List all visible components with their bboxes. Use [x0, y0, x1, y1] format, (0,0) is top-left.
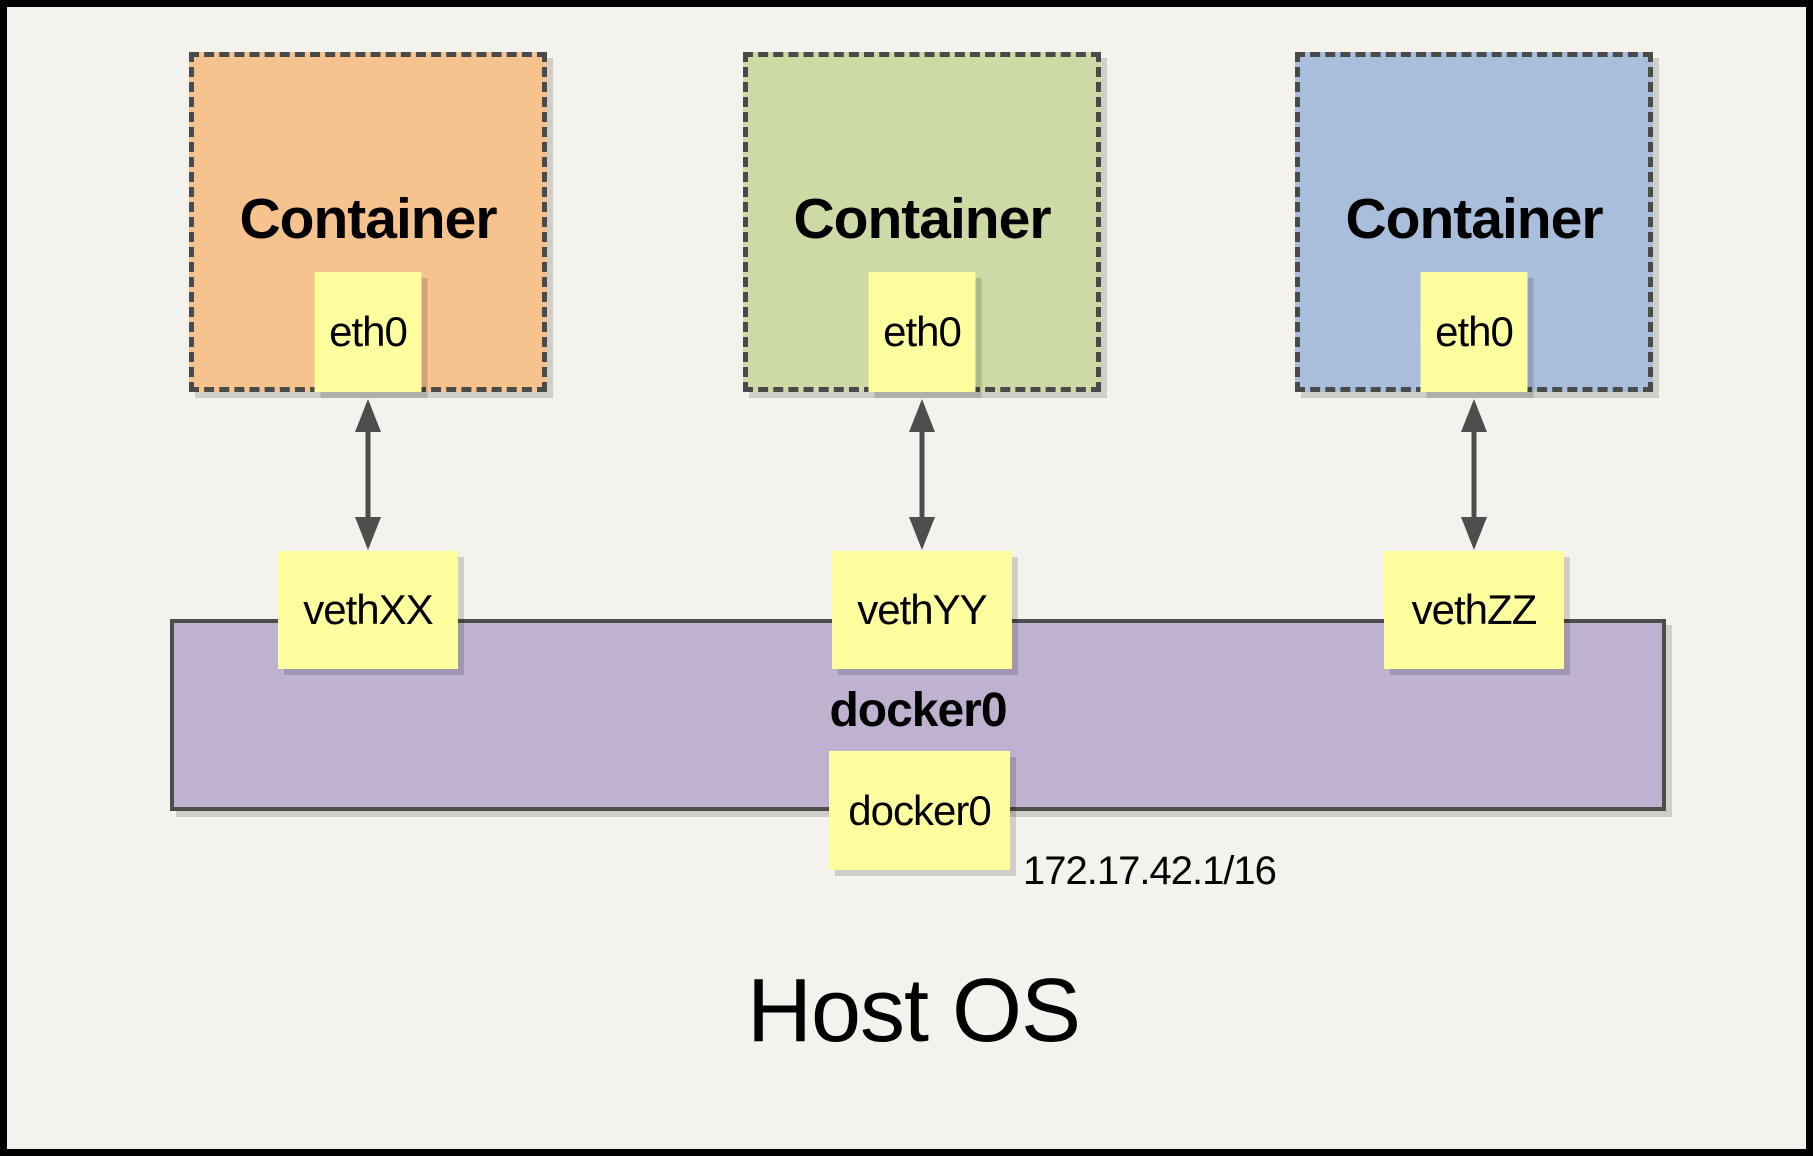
eth0-label: eth0	[1435, 308, 1514, 355]
container-box: Container eth0	[743, 52, 1101, 392]
veth-interface-box: vethZZ	[1384, 551, 1564, 669]
eth0-interface-box: eth0	[1420, 272, 1528, 392]
container-label: Container	[793, 186, 1051, 251]
container-label: Container	[239, 186, 497, 251]
eth0-interface-box: eth0	[868, 272, 976, 392]
container-box: Container eth0	[1295, 52, 1653, 392]
container-label: Container	[1345, 186, 1603, 251]
veth-interface-box: vethXX	[278, 551, 458, 669]
double-arrow-connector-icon	[1461, 399, 1487, 550]
docker0-interface-label: docker0	[848, 786, 991, 834]
double-arrow-connector-icon	[355, 399, 381, 550]
veth-label: vethYY	[857, 586, 987, 633]
docker0-bridge-label: docker0	[829, 684, 1007, 737]
container-box: Container eth0	[189, 52, 547, 392]
eth0-label: eth0	[329, 308, 408, 355]
veth-interface-box: vethYY	[832, 551, 1012, 669]
veth-label: vethXX	[303, 586, 433, 633]
host-os-label: Host OS	[746, 961, 1081, 1061]
veth-label: vethZZ	[1411, 586, 1538, 633]
bridge-ip-address: 172.17.42.1/16	[1023, 849, 1277, 893]
docker0-interface-box: docker0	[829, 751, 1010, 870]
eth0-label: eth0	[883, 308, 962, 355]
eth0-interface-box: eth0	[314, 272, 422, 392]
double-arrow-connector-icon	[909, 399, 935, 550]
